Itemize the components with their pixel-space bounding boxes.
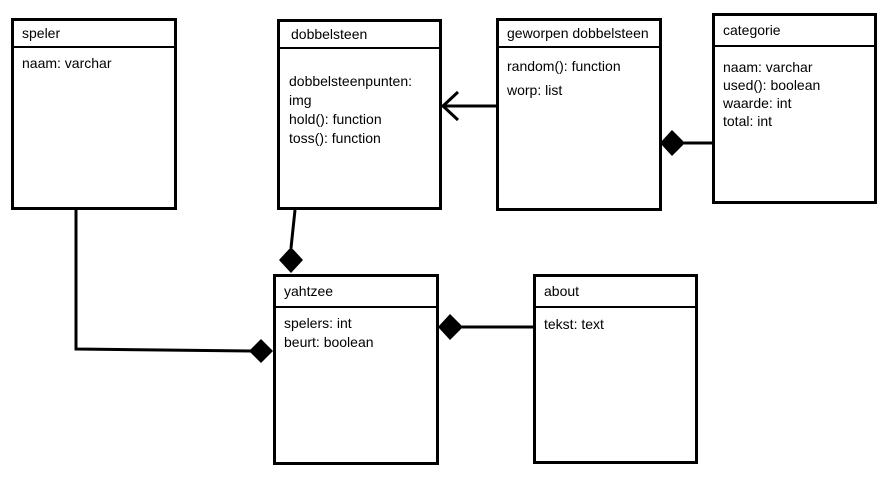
class-about: about tekst: text bbox=[533, 274, 698, 464]
composition-diamond-dobbelsteen-yahtzee bbox=[279, 247, 303, 273]
class-categorie: categorie naam: varchar used(): boolean … bbox=[712, 13, 877, 204]
attribute: waarde: int bbox=[723, 95, 792, 111]
arrowhead-open bbox=[440, 90, 460, 122]
attribute: tekst: text bbox=[544, 316, 604, 332]
relation-speler-yahtzee bbox=[74, 210, 252, 353]
attribute: hold(): function bbox=[289, 111, 382, 127]
attribute: worp: list bbox=[507, 82, 563, 98]
attribute: dobbelsteenpunten: bbox=[289, 73, 412, 89]
class-title-yahtzee: yahtzee bbox=[276, 277, 436, 308]
attribute: total: int bbox=[723, 113, 773, 129]
class-title-speler: speler bbox=[14, 21, 174, 48]
class-yahtzee: yahtzee spelers: int beurt: boolean bbox=[273, 274, 439, 465]
attribute: beurt: boolean bbox=[284, 334, 374, 350]
class-dobbelsteen: dobbelsteen dobbelsteenpunten: img hold(… bbox=[277, 19, 442, 210]
attribute: random(): function bbox=[507, 58, 621, 74]
composition-diamond-about-yahtzee bbox=[438, 314, 463, 340]
relation-dobbelsteen-yahtzee bbox=[289, 209, 297, 249]
class-geworpen-dobbelsteen: geworpen dobbelsteen random(): function … bbox=[496, 18, 662, 211]
class-attributes-dobbelsteen: dobbelsteenpunten: img hold(): function … bbox=[280, 49, 439, 148]
attribute: naam: varchar bbox=[723, 59, 813, 75]
class-attributes-geworpen-dobbelsteen: random(): function worp: list bbox=[499, 48, 659, 102]
composition-diamond-categorie-geworpen bbox=[660, 130, 685, 156]
attribute: naam: varchar bbox=[22, 55, 112, 71]
class-title-dobbelsteen: dobbelsteen bbox=[280, 22, 439, 49]
attribute: img bbox=[289, 92, 312, 108]
class-attributes-categorie: naam: varchar used(): boolean waarde: in… bbox=[715, 47, 874, 130]
composition-diamond-speler-yahtzee bbox=[249, 339, 273, 363]
class-title-about: about bbox=[536, 277, 695, 308]
class-title-categorie: categorie bbox=[715, 16, 874, 47]
class-attributes-about: tekst: text bbox=[536, 308, 695, 334]
attribute: used(): boolean bbox=[723, 77, 821, 93]
attribute: spelers: int bbox=[284, 315, 352, 331]
class-speler: speler naam: varchar bbox=[11, 18, 177, 210]
class-title-geworpen-dobbelsteen: geworpen dobbelsteen bbox=[499, 21, 659, 48]
class-attributes-yahtzee: spelers: int beurt: boolean bbox=[276, 308, 436, 352]
class-attributes-speler: naam: varchar bbox=[14, 48, 174, 73]
attribute: toss(): function bbox=[289, 130, 381, 146]
